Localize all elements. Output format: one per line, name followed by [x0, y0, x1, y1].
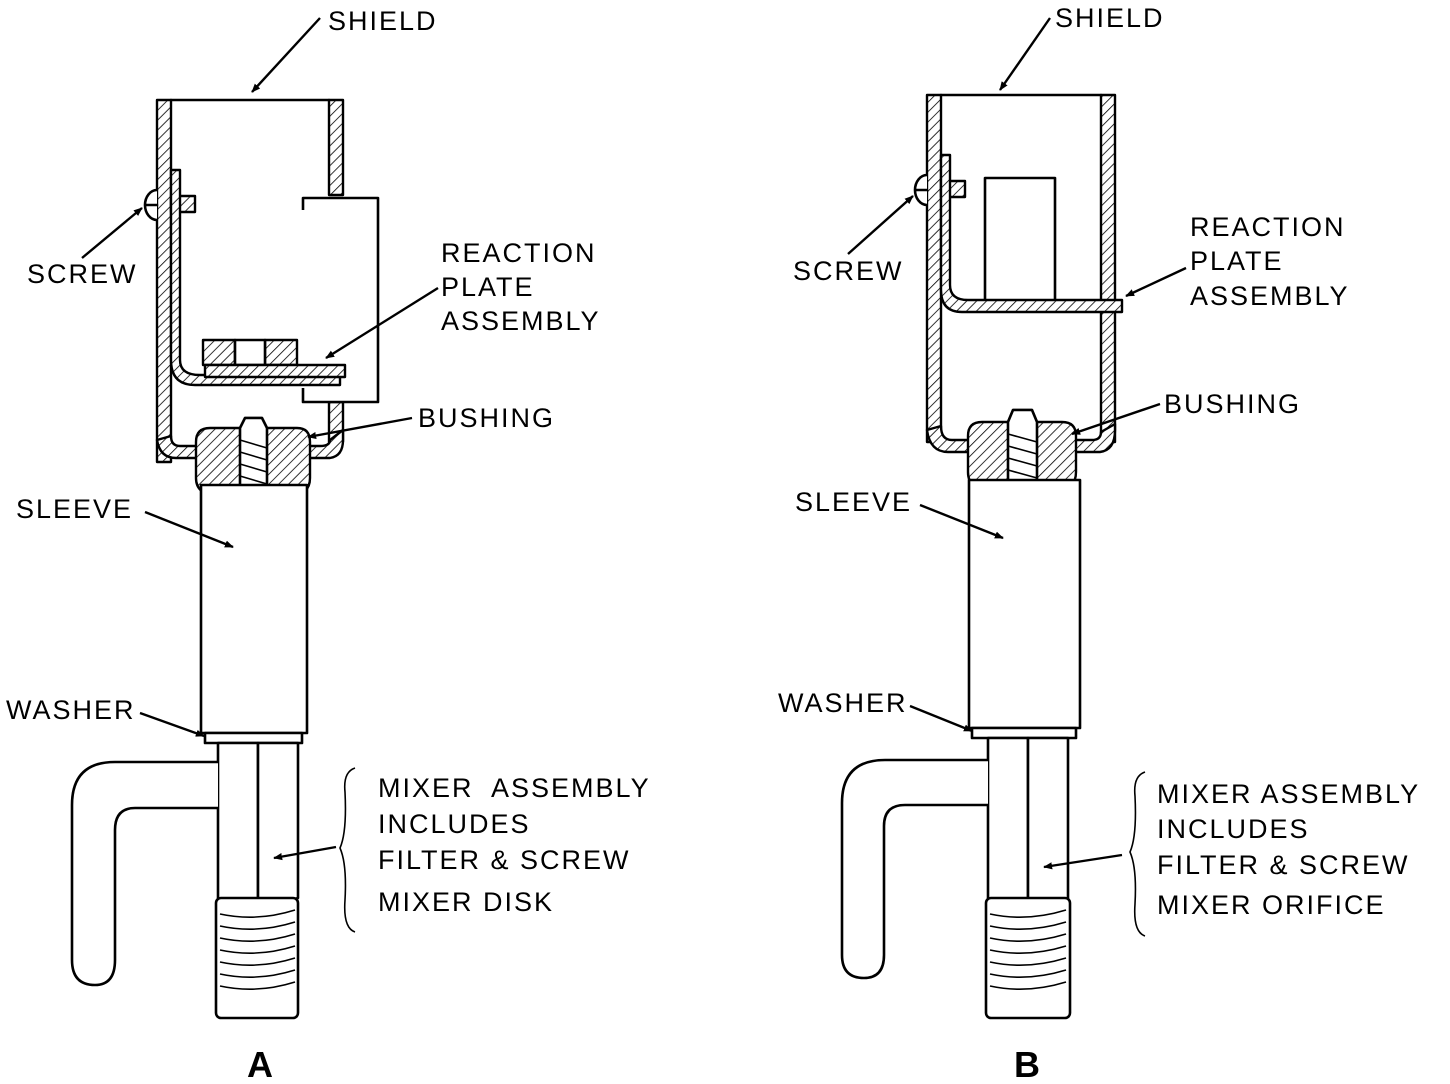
label-bushing-b: BUSHING — [1164, 389, 1301, 419]
caption-b: B — [1014, 1044, 1040, 1084]
label-mixer-b-3: FILTER & SCREW — [1157, 850, 1410, 880]
label-reaction-b-1: REACTION — [1190, 212, 1346, 242]
label-sleeve-a: SLEEVE — [16, 494, 133, 524]
mixer-a — [70, 741, 300, 1020]
label-shield-b: SHIELD — [1055, 3, 1165, 33]
bushing-a — [194, 416, 312, 497]
label-washer-b: WASHER — [778, 688, 908, 718]
label-screw-b: SCREW — [793, 256, 904, 286]
sleeve-a — [199, 483, 309, 735]
figure-b: SHIELD SCREW REACTION PLATE ASSEMBLY BUS… — [778, 3, 1420, 1084]
label-washer-a: WASHER — [6, 695, 136, 725]
label-mixer-a-3: FILTER & SCREW — [378, 845, 631, 875]
label-screw-a: SCREW — [27, 259, 138, 289]
shield-b — [925, 93, 1117, 454]
label-mixer-a-2: INCLUDES — [378, 809, 531, 839]
label-reaction-a-3: ASSEMBLY — [441, 306, 601, 336]
reaction-plate-b — [939, 153, 1124, 314]
label-bushing-a: BUSHING — [418, 403, 555, 433]
label-reaction-b-3: ASSEMBLY — [1190, 281, 1350, 311]
label-mixer-b-4: MIXER ORIFICE — [1157, 890, 1386, 920]
label-reaction-a-1: REACTION — [441, 238, 597, 268]
brace-b — [1129, 771, 1146, 937]
mixer-b — [840, 736, 1072, 1020]
reaction-plate-a — [169, 168, 347, 387]
washer-a — [203, 731, 304, 745]
bushing-b — [966, 408, 1078, 492]
label-mixer-b-2: INCLUDES — [1157, 814, 1310, 844]
figure-a: SHIELD SCREW REACTION PLATE ASSEMBLY BUS… — [6, 6, 651, 1084]
label-reaction-a-2: PLATE — [441, 272, 535, 302]
label-shield-a: SHIELD — [328, 6, 438, 36]
label-mixer-b-1: MIXER ASSEMBLY — [1157, 779, 1420, 809]
label-reaction-b-2: PLATE — [1190, 246, 1284, 276]
label-sleeve-b: SLEEVE — [795, 487, 912, 517]
shield-a — [155, 98, 380, 464]
label-mixer-a-4: MIXER DISK — [378, 887, 554, 917]
brace-a — [339, 767, 356, 933]
washer-b — [970, 726, 1078, 740]
caption-a: A — [247, 1044, 273, 1084]
label-mixer-a-1: MIXER ASSEMBLY — [378, 773, 651, 803]
sleeve-b — [967, 478, 1082, 730]
